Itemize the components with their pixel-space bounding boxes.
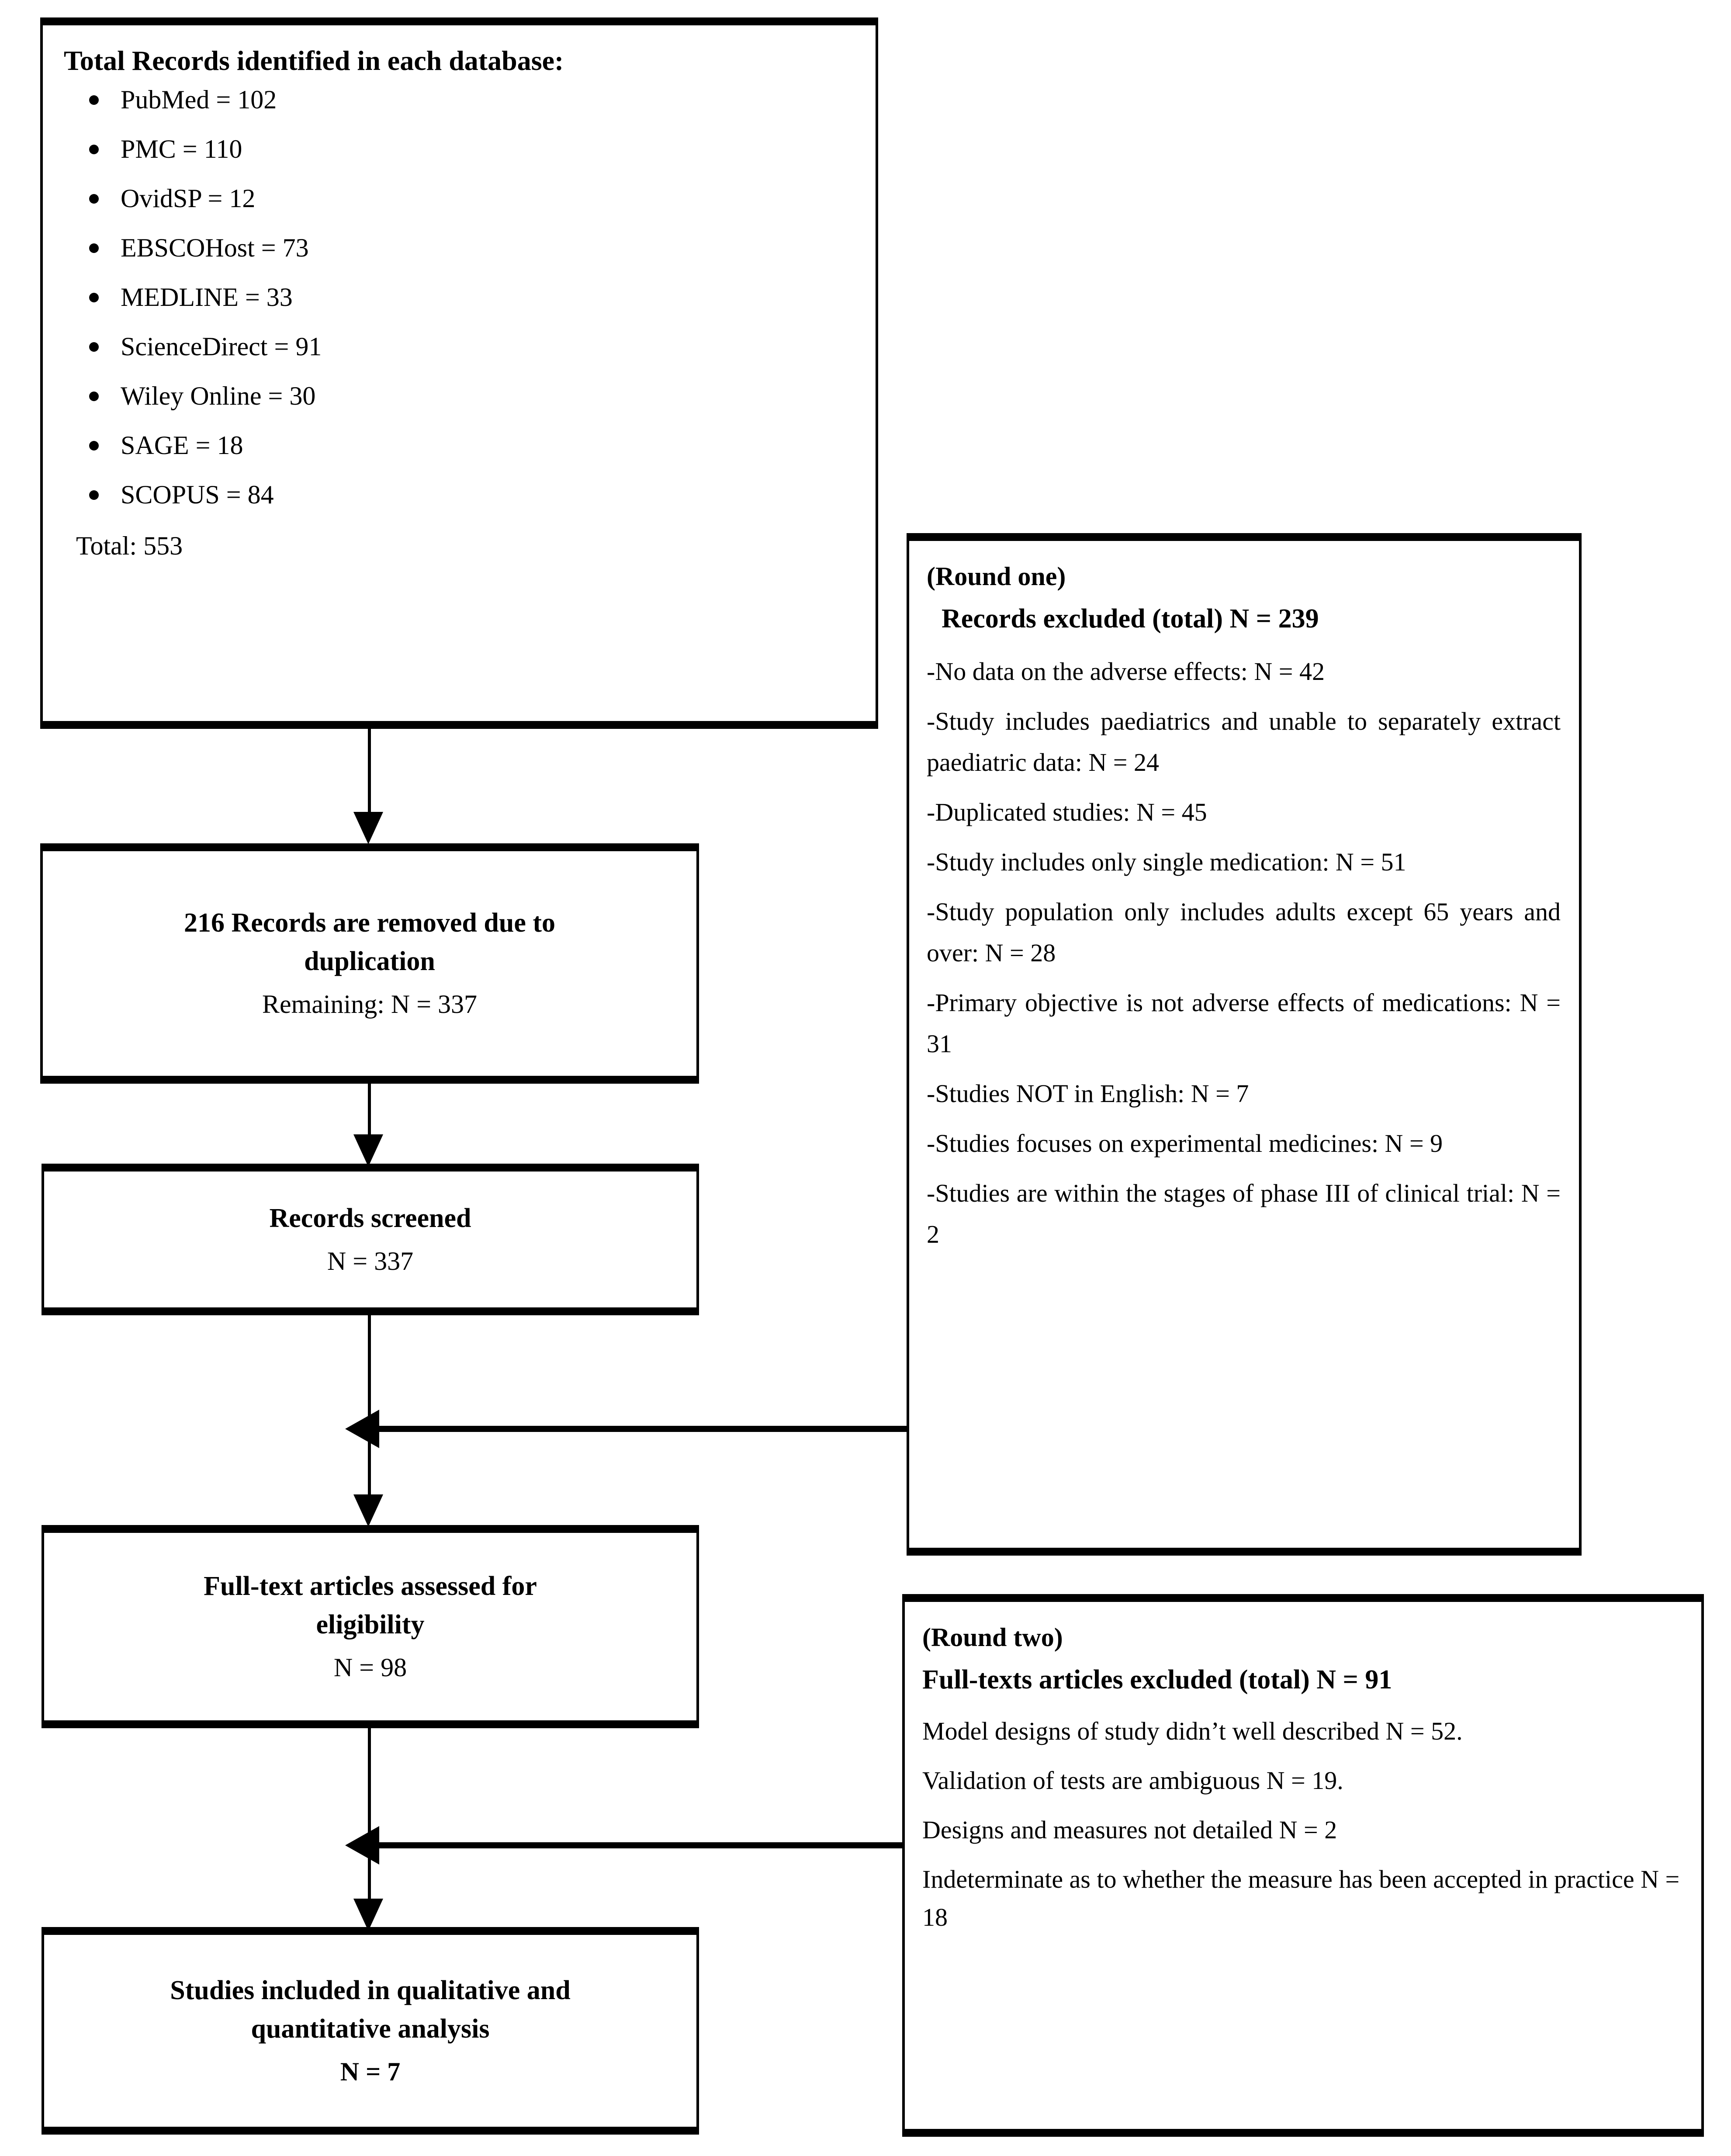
- list-item: OvidSP = 12: [89, 184, 858, 213]
- round-one-reason: -Study includes only single medication: …: [927, 848, 1406, 876]
- list-item: SAGE = 18: [89, 431, 858, 460]
- duplicates-removed-box: 216 Records are removed due to duplicati…: [40, 843, 699, 1084]
- bullet-icon: [89, 490, 99, 500]
- bullet-icon: [89, 194, 99, 204]
- round-two-total: Full-texts articles excluded (total) N =…: [922, 1665, 1392, 1695]
- records-screened-box: Records screened N = 337: [42, 1164, 699, 1315]
- records-screened-count: N = 337: [327, 1246, 414, 1276]
- bullet-icon: [89, 145, 99, 154]
- list-item: PubMed = 102: [89, 85, 858, 114]
- included-line-2: quantitative analysis: [251, 2014, 490, 2044]
- arrow-head-down-screened: [353, 1134, 383, 1167]
- bullet-icon: [89, 441, 99, 451]
- round-one-reason: -Study population only includes adults e…: [927, 897, 1561, 967]
- round-one-total: Records excluded (total) N = 239: [942, 604, 1319, 634]
- identified-records-title: Total Records identified in each databas…: [64, 45, 564, 76]
- database-count: PMC = 110: [121, 135, 242, 163]
- database-count: Wiley Online = 30: [121, 381, 316, 410]
- database-count: SCOPUS = 84: [121, 480, 274, 509]
- bullet-icon: [89, 342, 99, 352]
- connector-duplicates-to-screened: [368, 1084, 371, 1140]
- bullet-icon: [89, 293, 99, 302]
- connector-round-one-exclusion: [374, 1426, 909, 1432]
- list-item: SCOPUS = 84: [89, 480, 858, 509]
- list-item: PMC = 110: [89, 135, 858, 163]
- bullet-icon: [89, 95, 99, 105]
- arrow-head-left-round-two: [345, 1826, 379, 1865]
- round-one-reason: -Studies are within the stages of phase …: [927, 1179, 1561, 1248]
- round-one-reason: -Primary objective is not adverse effect…: [927, 988, 1561, 1058]
- included-count: N = 7: [340, 2057, 401, 2086]
- list-item: MEDLINE = 33: [89, 283, 858, 312]
- arrow-head-down-fulltext: [353, 1494, 383, 1527]
- studies-included-box: Studies included in qualitative and quan…: [42, 1927, 699, 2135]
- round-one-reason: -Duplicated studies: N = 45: [927, 798, 1207, 827]
- round-one-reason: -No data on the adverse effects: N = 42: [927, 657, 1325, 686]
- round-two-label: (Round two): [922, 1623, 1063, 1652]
- list-item: EBSCOHost = 73: [89, 233, 858, 262]
- identified-records-total: Total: 553: [76, 531, 183, 560]
- list-item: Wiley Online = 30: [89, 381, 858, 410]
- round-two-reason: Indeterminate as to whether the measure …: [922, 1865, 1680, 1932]
- connector-screened-to-fulltext: [368, 1315, 371, 1498]
- bullet-icon: [89, 392, 99, 401]
- database-count: EBSCOHost = 73: [121, 233, 309, 262]
- database-count: PubMed = 102: [121, 85, 277, 114]
- records-screened-label: Records screened: [269, 1203, 471, 1233]
- identified-records-box: Total Records identified in each databas…: [40, 17, 878, 729]
- round-one-label: (Round one): [927, 562, 1066, 591]
- fulltext-count: N = 98: [333, 1653, 407, 1682]
- round-one-reason: -Studies NOT in English: N = 7: [927, 1079, 1249, 1108]
- fulltext-line-2: eligibility: [316, 1609, 425, 1640]
- connector-round-two-exclusion: [374, 1842, 904, 1848]
- round-one-exclusions-box: (Round one) Records excluded (total) N =…: [907, 533, 1582, 1556]
- connector-fulltext-to-included: [368, 1728, 371, 1903]
- arrow-head-down-duplicates: [353, 812, 383, 844]
- arrow-head-left-round-one: [345, 1410, 379, 1448]
- included-line-1: Studies included in qualitative and: [170, 1975, 571, 2005]
- connector-sources-to-duplicates: [368, 729, 371, 815]
- round-two-reason: Validation of tests are ambiguous N = 19…: [922, 1766, 1343, 1795]
- list-item: ScienceDirect = 91: [89, 332, 858, 361]
- duplicates-remaining: Remaining: N = 337: [262, 990, 478, 1019]
- bullet-icon: [89, 243, 99, 253]
- duplicates-line-1: 216 Records are removed due to: [183, 908, 556, 938]
- round-one-reason: -Study includes paediatrics and unable t…: [927, 707, 1561, 777]
- round-two-exclusions-box: (Round two) Full-texts articles excluded…: [902, 1594, 1704, 2137]
- database-counts-list: PubMed = 102 PMC = 110 OvidSP = 12 EBSCO…: [89, 85, 858, 509]
- database-count: ScienceDirect = 91: [121, 332, 322, 361]
- arrow-head-down-included: [353, 1899, 383, 1931]
- round-two-reason: Model designs of study didn’t well descr…: [922, 1717, 1463, 1746]
- fulltext-assessed-box: Full-text articles assessed for eligibil…: [42, 1525, 699, 1728]
- round-one-reason: -Studies focuses on experimental medicin…: [927, 1129, 1443, 1158]
- database-count: OvidSP = 12: [121, 184, 256, 213]
- duplicates-line-2: duplication: [304, 946, 435, 977]
- database-count: SAGE = 18: [121, 431, 243, 460]
- fulltext-line-1: Full-text articles assessed for: [204, 1571, 537, 1601]
- round-two-reason: Designs and measures not detailed N = 2: [922, 1816, 1337, 1844]
- database-count: MEDLINE = 33: [121, 283, 293, 312]
